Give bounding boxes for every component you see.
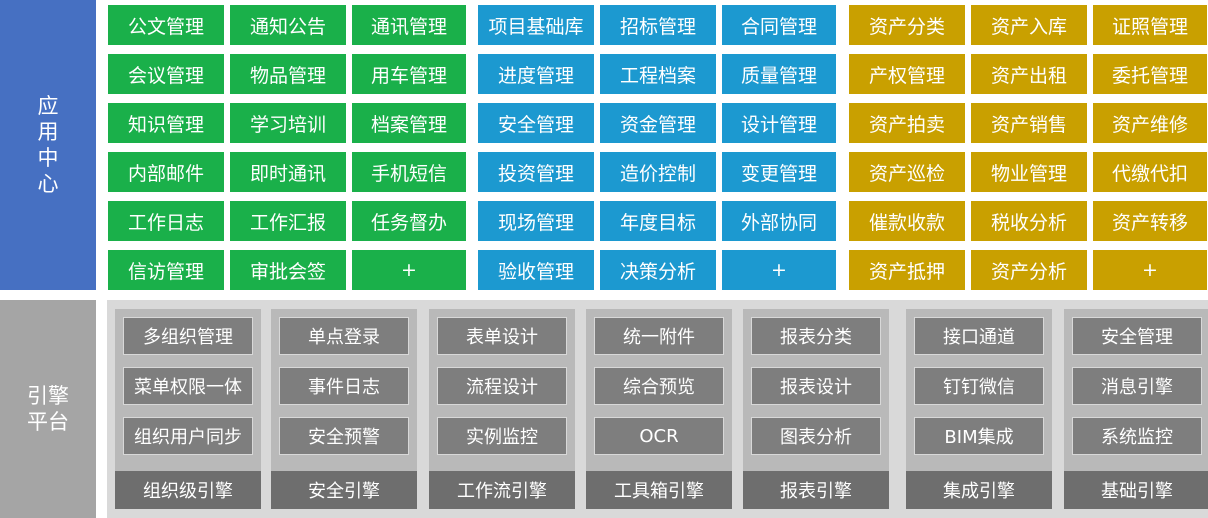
app-module-tile[interactable]: 用车管理: [352, 54, 466, 94]
app-module-tile[interactable]: 项目基础库: [478, 5, 594, 45]
app-module-tile[interactable]: 知识管理: [108, 103, 224, 143]
app-module-tile[interactable]: 物业管理: [971, 152, 1087, 192]
app-module-tile[interactable]: 资产销售: [971, 103, 1087, 143]
app-module-tile[interactable]: 资产分类: [849, 5, 965, 45]
app-module-tile[interactable]: 工作日志: [108, 201, 224, 241]
app-module-tile[interactable]: 资产入库: [971, 5, 1087, 45]
engine-name-label: 工具箱引擎: [586, 471, 732, 509]
app-center-label-text: 应用中心: [37, 94, 59, 196]
app-module-tile[interactable]: 资产出租: [971, 54, 1087, 94]
app-module-tile[interactable]: 通知公告: [230, 5, 346, 45]
engine-feature-button[interactable]: 消息引擎: [1072, 367, 1202, 405]
app-module-tile[interactable]: 产权管理: [849, 54, 965, 94]
app-module-tile[interactable]: 学习培训: [230, 103, 346, 143]
app-module-tile[interactable]: 现场管理: [478, 201, 594, 241]
engine-platform-label: 引擎平台: [0, 300, 96, 518]
engine-feature-button[interactable]: 事件日志: [279, 367, 409, 405]
engine-feature-button[interactable]: 图表分析: [751, 417, 881, 455]
app-module-tile[interactable]: 造价控制: [600, 152, 716, 192]
engine-feature-button[interactable]: 报表分类: [751, 317, 881, 355]
app-module-tile[interactable]: 验收管理: [478, 250, 594, 290]
engine-feature-button[interactable]: 安全管理: [1072, 317, 1202, 355]
app-module-tile[interactable]: 即时通讯: [230, 152, 346, 192]
add-module-tile[interactable]: +: [352, 250, 466, 290]
engine-feature-button[interactable]: 单点登录: [279, 317, 409, 355]
app-module-tile[interactable]: 审批会签: [230, 250, 346, 290]
engine-column: 多组织管理菜单权限一体组织用户同步组织级引擎: [115, 309, 261, 509]
app-module-tile[interactable]: 设计管理: [722, 103, 836, 143]
engine-feature-button[interactable]: 接口通道: [914, 317, 1044, 355]
app-module-tile[interactable]: 通讯管理: [352, 5, 466, 45]
app-module-tile[interactable]: 决策分析: [600, 250, 716, 290]
engine-feature-button[interactable]: 报表设计: [751, 367, 881, 405]
engine-feature-button[interactable]: 钉钉微信: [914, 367, 1044, 405]
engine-column: 统一附件综合预览 OCR 工具箱引擎: [586, 309, 732, 509]
engine-feature-button[interactable]: 菜单权限一体: [123, 367, 253, 405]
engine-feature-button[interactable]: 多组织管理: [123, 317, 253, 355]
add-module-tile[interactable]: +: [1093, 250, 1207, 290]
engine-name-label: 安全引擎: [271, 471, 417, 509]
app-module-tile[interactable]: 资产转移: [1093, 201, 1207, 241]
app-center-label: 应用中心: [0, 0, 96, 290]
engine-feature-button[interactable]: 组织用户同步: [123, 417, 253, 455]
app-module-tile[interactable]: 物品管理: [230, 54, 346, 94]
engine-name-label: 基础引擎: [1064, 471, 1208, 509]
app-module-tile[interactable]: 投资管理: [478, 152, 594, 192]
app-module-tile[interactable]: 资产分析: [971, 250, 1087, 290]
engine-column: 表单设计流程设计实例监控工作流引擎: [429, 309, 575, 509]
engine-name-label: 报表引擎: [743, 471, 889, 509]
app-module-tile[interactable]: 内部邮件: [108, 152, 224, 192]
app-module-tile[interactable]: 资产抵押: [849, 250, 965, 290]
engine-feature-button[interactable]: 统一附件: [594, 317, 724, 355]
app-module-tile[interactable]: 变更管理: [722, 152, 836, 192]
engine-feature-button[interactable]: 流程设计: [437, 367, 567, 405]
app-module-tile[interactable]: 招标管理: [600, 5, 716, 45]
engine-platform-label-text: 引擎平台: [27, 384, 69, 434]
app-module-tile[interactable]: 工程档案: [600, 54, 716, 94]
app-module-tile[interactable]: 会议管理: [108, 54, 224, 94]
app-module-tile[interactable]: 安全管理: [478, 103, 594, 143]
engine-column: 接口通道钉钉微信 BIM集成集成引擎: [906, 309, 1052, 509]
app-module-tile[interactable]: 年度目标: [600, 201, 716, 241]
engine-feature-button[interactable]: 安全预警: [279, 417, 409, 455]
engine-column: 单点登录事件日志安全预警安全引擎: [271, 309, 417, 509]
engine-column: 安全管理消息引擎系统监控基础引擎: [1064, 309, 1208, 509]
app-module-tile[interactable]: 资产巡检: [849, 152, 965, 192]
engine-feature-button[interactable]: 系统监控: [1072, 417, 1202, 455]
app-module-tile[interactable]: 公文管理: [108, 5, 224, 45]
app-module-tile[interactable]: 税收分析: [971, 201, 1087, 241]
app-module-tile[interactable]: 委托管理: [1093, 54, 1207, 94]
app-module-tile[interactable]: 质量管理: [722, 54, 836, 94]
engine-feature-button[interactable]: 表单设计: [437, 317, 567, 355]
app-module-tile[interactable]: 催款收款: [849, 201, 965, 241]
engine-name-label: 工作流引擎: [429, 471, 575, 509]
engine-name-label: 组织级引擎: [115, 471, 261, 509]
app-module-tile[interactable]: 信访管理: [108, 250, 224, 290]
app-module-tile[interactable]: 外部协同: [722, 201, 836, 241]
app-module-tile[interactable]: 档案管理: [352, 103, 466, 143]
app-module-tile[interactable]: 证照管理: [1093, 5, 1207, 45]
app-module-tile[interactable]: 合同管理: [722, 5, 836, 45]
engine-feature-button[interactable]: 实例监控: [437, 417, 567, 455]
add-module-tile[interactable]: +: [722, 250, 836, 290]
app-module-tile[interactable]: 进度管理: [478, 54, 594, 94]
engine-feature-button[interactable]: OCR: [594, 417, 724, 455]
engine-name-label: 集成引擎: [906, 471, 1052, 509]
app-module-tile[interactable]: 代缴代扣: [1093, 152, 1207, 192]
app-module-tile[interactable]: 任务督办: [352, 201, 466, 241]
engine-feature-button[interactable]: BIM集成: [914, 417, 1044, 455]
app-module-tile[interactable]: 资金管理: [600, 103, 716, 143]
engine-feature-button[interactable]: 综合预览: [594, 367, 724, 405]
engine-column: 报表分类报表设计图表分析报表引擎: [743, 309, 889, 509]
app-module-tile[interactable]: 资产维修: [1093, 103, 1207, 143]
app-module-tile[interactable]: 手机短信: [352, 152, 466, 192]
app-module-tile[interactable]: 资产拍卖: [849, 103, 965, 143]
app-module-tile[interactable]: 工作汇报: [230, 201, 346, 241]
